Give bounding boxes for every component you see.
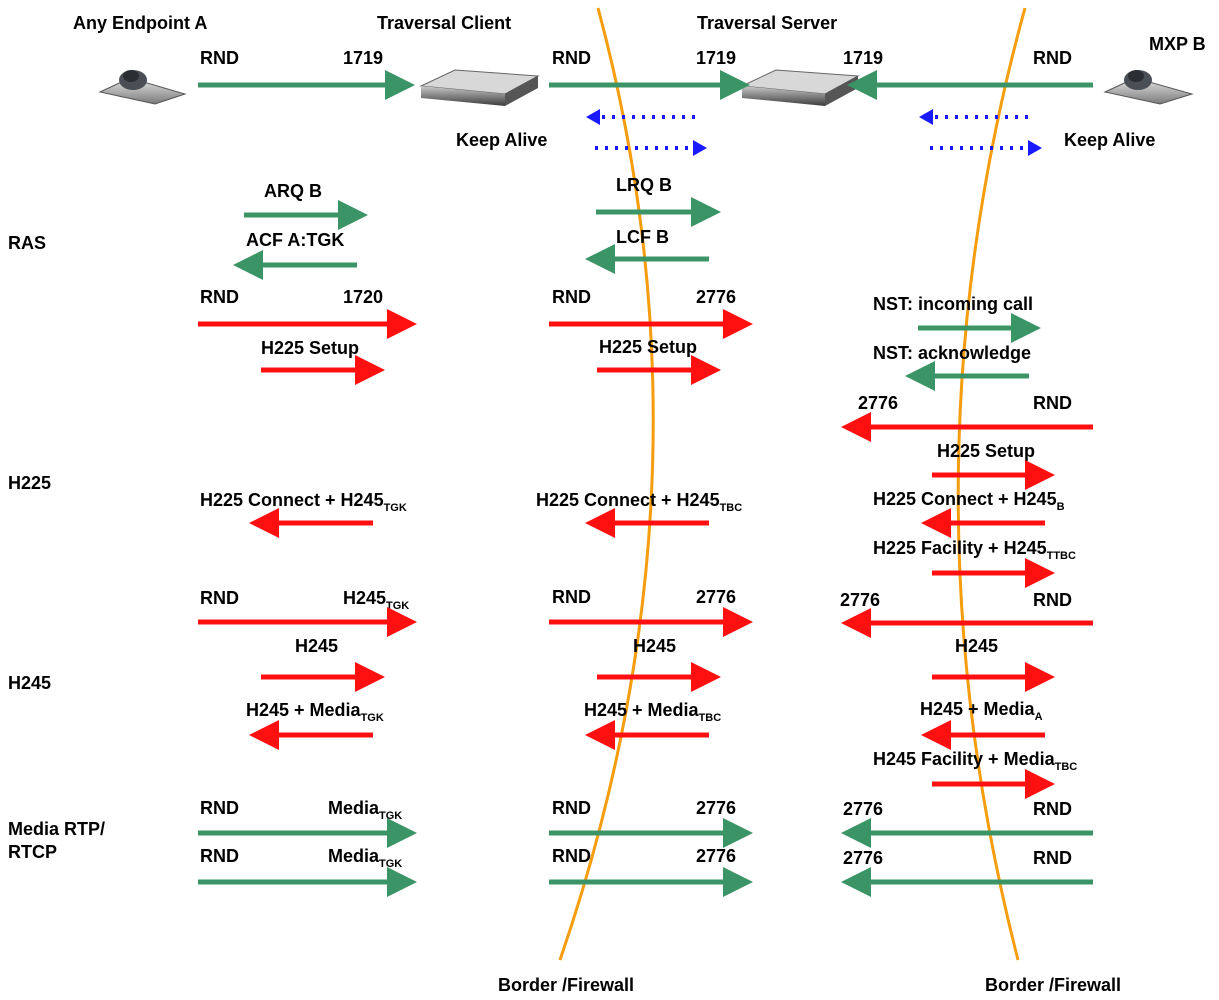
h245-facility-media-label: H245 Facility + MediaTBC [873, 749, 1077, 773]
h245-label: H245 [295, 636, 338, 656]
port-label: 1719 [843, 48, 883, 68]
traversal-client-device-icon [421, 70, 538, 106]
port-label: 2776 [696, 587, 736, 607]
h245-media-label: H245 + MediaTBC [584, 700, 721, 724]
section-h245-label: H245 [8, 673, 51, 693]
port-label: RND [552, 798, 591, 818]
port-label: RND [1033, 393, 1072, 413]
acf-label: ACF A:TGK [246, 230, 344, 250]
endpoint-a-label: Any Endpoint A [73, 13, 207, 33]
mxp-b-label: MXP B [1149, 34, 1206, 54]
media-port-label: MediaTGK [328, 798, 402, 822]
mxp-b-device-icon [1105, 70, 1192, 104]
nst-ack-label: NST: acknowledge [873, 343, 1031, 363]
firewall-label-left: Border /Firewall [498, 975, 634, 995]
port-label: 2776 [858, 393, 898, 413]
section-h225-label: H225 [8, 473, 51, 493]
h245-label: H245 [955, 636, 998, 656]
port-label: RND [1033, 799, 1072, 819]
port-label: 2776 [696, 846, 736, 866]
traversal-client-label: Traversal Client [377, 13, 511, 33]
keep-alive-label: Keep Alive [1064, 130, 1155, 150]
port-label: RND [200, 798, 239, 818]
port-label: 2776 [840, 590, 880, 610]
h225-connect-label: H225 Connect + H245TBC [536, 490, 742, 514]
h225-setup-label: H225 Setup [599, 337, 697, 357]
media-port-label: MediaTGK [328, 846, 402, 870]
port-label: RND [552, 587, 591, 607]
port-label: RND [1033, 590, 1072, 610]
nst-incoming-label: NST: incoming call [873, 294, 1033, 314]
port-label: RND [200, 588, 239, 608]
h225-connect-label: H225 Connect + H245TGK [200, 490, 407, 514]
h225-setup-label: H225 Setup [261, 338, 359, 358]
port-label: 2776 [696, 287, 736, 307]
h245-media-label: H245 + MediaTGK [246, 700, 384, 724]
traversal-server-label: Traversal Server [697, 13, 837, 33]
lcf-label: LCF B [616, 227, 669, 247]
firewall-label-right: Border /Firewall [985, 975, 1121, 995]
port-label: RND [200, 287, 239, 307]
h245-port-label: H245TGK [343, 588, 409, 612]
port-label: 1720 [343, 287, 383, 307]
traversal-server-device-icon [742, 70, 858, 106]
section-ras-label: RAS [8, 233, 46, 253]
endpoint-a-device-icon [100, 70, 185, 104]
h245-media-label: H245 + MediaA [920, 699, 1043, 723]
firewall-curve-right [958, 8, 1025, 960]
lrq-label: LRQ B [616, 175, 672, 195]
port-label: 2776 [696, 798, 736, 818]
port-label: RND [552, 846, 591, 866]
section-media-label-line2: RTCP [8, 842, 57, 862]
h225-connect-label: H225 Connect + H245B [873, 489, 1065, 513]
keep-alive-label: Keep Alive [456, 130, 547, 150]
port-label: RND [200, 846, 239, 866]
port-label: RND [1033, 48, 1072, 68]
h225-setup-label: H225 Setup [937, 441, 1035, 461]
port-label: RND [1033, 848, 1072, 868]
port-label: RND [552, 287, 591, 307]
port-label: 1719 [696, 48, 736, 68]
port-label: RND [552, 48, 591, 68]
port-label: RND [200, 48, 239, 68]
port-label: 2776 [843, 799, 883, 819]
h245-label: H245 [633, 636, 676, 656]
port-label: 2776 [843, 848, 883, 868]
arq-label: ARQ B [264, 181, 322, 201]
section-media-label-line1: Media RTP/ [8, 819, 105, 839]
port-label: 1719 [343, 48, 383, 68]
h225-facility-label: H225 Facility + H245TTBC [873, 538, 1076, 562]
